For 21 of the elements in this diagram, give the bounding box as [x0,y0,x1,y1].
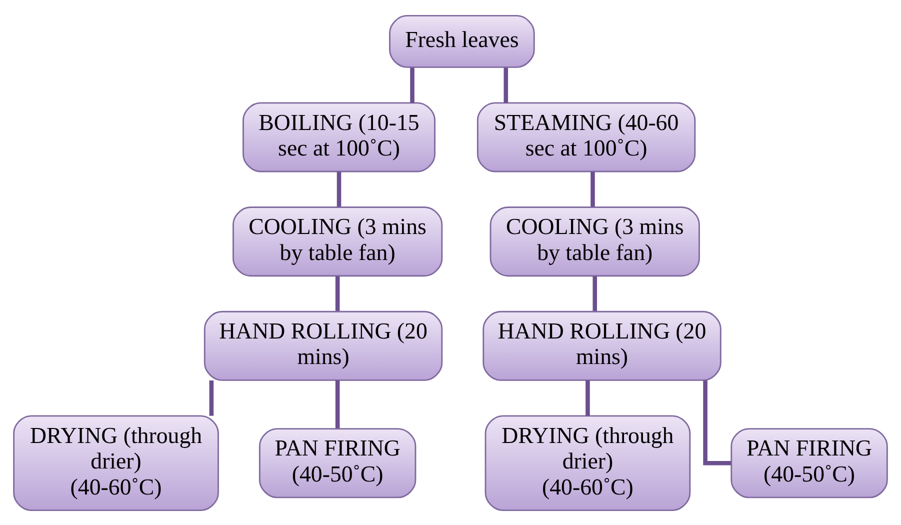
node-box: HAND ROLLING (20 mins) [482,310,722,380]
node-box: BOILING (10-15 sec at 100˚C) [242,102,436,172]
node-box: PAN FIRING (40-50˚C) [258,428,416,498]
connector [592,276,597,310]
node-box: COOLING (3 mins by table fan) [232,206,443,276]
node-box: STEAMING (40-60 sec at 100˚C) [476,102,696,172]
node-box: DRYING (through drier) (40-60˚C) [484,414,691,510]
connector [410,67,414,102]
node-box: HAND ROLLING (20 mins) [204,310,443,380]
connector [703,380,731,465]
connector [504,67,508,102]
connector [335,276,340,310]
node-box: PAN FIRING (40-50˚C) [730,428,888,498]
node-box: DRYING (through drier) (40-60˚C) [13,414,219,510]
connector [586,380,590,416]
node-box: COOLING (3 mins by table fan) [490,206,700,276]
connector [209,380,214,416]
connector [336,171,342,206]
connector [335,380,340,428]
connector [590,171,595,206]
node-box: Fresh leaves [389,14,535,68]
